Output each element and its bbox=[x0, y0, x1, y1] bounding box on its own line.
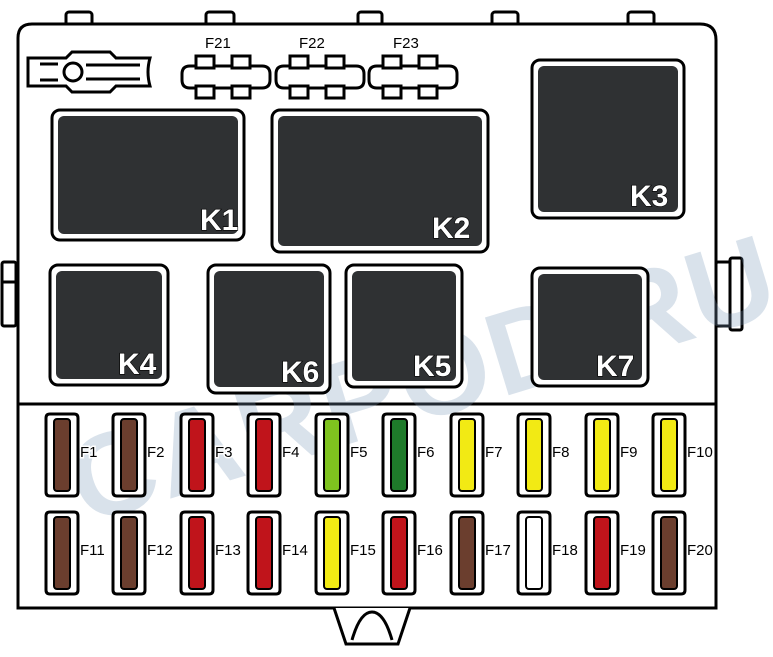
relay-k5: K5 bbox=[344, 263, 464, 389]
mini-fuse-f22: F22 bbox=[274, 35, 366, 100]
fuse-f11: F11 bbox=[44, 510, 106, 596]
fuse-f6: F6 bbox=[381, 412, 436, 498]
fuse-label: F14 bbox=[282, 542, 308, 559]
relay-k4: K4 bbox=[48, 263, 170, 387]
fuse-label: F19 bbox=[620, 542, 646, 559]
fuse-f18: F18 bbox=[516, 510, 579, 596]
fuse-f16: F16 bbox=[381, 510, 444, 596]
fuse-body-light-green bbox=[323, 418, 341, 492]
fuse-f7: F7 bbox=[449, 412, 504, 498]
fuse-label: F11 bbox=[80, 542, 105, 559]
fuse-body-yellow bbox=[458, 418, 476, 492]
fuse-f8: F8 bbox=[516, 412, 571, 498]
fuse-body-yellow bbox=[323, 516, 341, 590]
fuse-body-yellow bbox=[593, 418, 611, 492]
bottom-latch bbox=[332, 607, 412, 646]
fuse-body-brown bbox=[120, 418, 138, 492]
fuse-label: F8 bbox=[552, 444, 570, 461]
fuse-body-brown bbox=[660, 516, 678, 590]
fuse-label: F18 bbox=[552, 542, 578, 559]
fuse-body-brown bbox=[53, 418, 71, 492]
fuse-f20: F20 bbox=[651, 510, 714, 596]
fuse-body-yellow bbox=[660, 418, 678, 492]
fuse-body-white bbox=[525, 516, 543, 590]
relay-label: K7 bbox=[596, 350, 634, 383]
fuse-f1: F1 bbox=[44, 412, 99, 498]
fuse-f15: F15 bbox=[314, 510, 377, 596]
fuse-label: F2 bbox=[147, 444, 165, 461]
fuse-body-brown bbox=[120, 516, 138, 590]
fuse-body-green bbox=[390, 418, 408, 492]
mini-fuse-f23: F23 bbox=[367, 35, 459, 100]
fuse-label: F16 bbox=[417, 542, 443, 559]
fuse-f14: F14 bbox=[246, 510, 309, 596]
fuse-f19: F19 bbox=[584, 510, 647, 596]
relay-k3: K3 bbox=[530, 58, 686, 220]
relay-k1: K1 bbox=[50, 108, 246, 242]
fuse-label: F1 bbox=[80, 444, 98, 461]
fuse-body-red bbox=[255, 418, 273, 492]
key-outline-icon bbox=[26, 50, 152, 94]
mini-fuse-label: F21 bbox=[205, 35, 231, 52]
fuse-f3: F3 bbox=[179, 412, 234, 498]
fuse-body-red bbox=[390, 516, 408, 590]
mini-fuse-f21: F21 bbox=[180, 35, 272, 100]
fuse-body-brown bbox=[458, 516, 476, 590]
fuse-label: F20 bbox=[687, 542, 713, 559]
fuse-label: F15 bbox=[350, 542, 376, 559]
fuse-f12: F12 bbox=[111, 510, 174, 596]
mini-fuse-label: F23 bbox=[393, 35, 419, 52]
fuse-body-red bbox=[188, 418, 206, 492]
fuse-body-brown bbox=[53, 516, 71, 590]
relay-label: K2 bbox=[432, 212, 470, 245]
relay-label: K4 bbox=[118, 348, 157, 381]
fuse-f2: F2 bbox=[111, 412, 166, 498]
fuse-body-red bbox=[593, 516, 611, 590]
relay-label: K6 bbox=[281, 356, 319, 389]
fuse-label: F10 bbox=[687, 444, 713, 461]
fuse-label: F4 bbox=[282, 444, 300, 461]
relay-k6: K6 bbox=[206, 263, 332, 395]
relay-label: K3 bbox=[630, 180, 668, 213]
fuse-body-yellow bbox=[525, 418, 543, 492]
fuse-f9: F9 bbox=[584, 412, 639, 498]
fuse-f5: F5 bbox=[314, 412, 369, 498]
relay-label: K1 bbox=[200, 204, 238, 237]
left-side-clip bbox=[0, 260, 18, 328]
relay-k7: K7 bbox=[530, 266, 650, 388]
mini-fuse-label: F22 bbox=[299, 35, 325, 52]
fuse-f4: F4 bbox=[246, 412, 301, 498]
fuse-label: F9 bbox=[620, 444, 638, 461]
fuse-body-red bbox=[255, 516, 273, 590]
fuse-body-red bbox=[188, 516, 206, 590]
fuse-label: F3 bbox=[215, 444, 233, 461]
fuse-f10: F10 bbox=[651, 412, 714, 498]
fuse-label: F13 bbox=[215, 542, 241, 559]
right-side-clip bbox=[714, 256, 744, 332]
fuse-label: F12 bbox=[147, 542, 173, 559]
fuse-label: F6 bbox=[417, 444, 435, 461]
fuse-label: F7 bbox=[485, 444, 503, 461]
relay-label: K5 bbox=[413, 350, 451, 383]
relay-k2: K2 bbox=[270, 108, 490, 254]
fuse-f13: F13 bbox=[179, 510, 242, 596]
fuse-f17: F17 bbox=[449, 510, 512, 596]
fuse-label: F5 bbox=[350, 444, 368, 461]
fuse-label: F17 bbox=[485, 542, 511, 559]
